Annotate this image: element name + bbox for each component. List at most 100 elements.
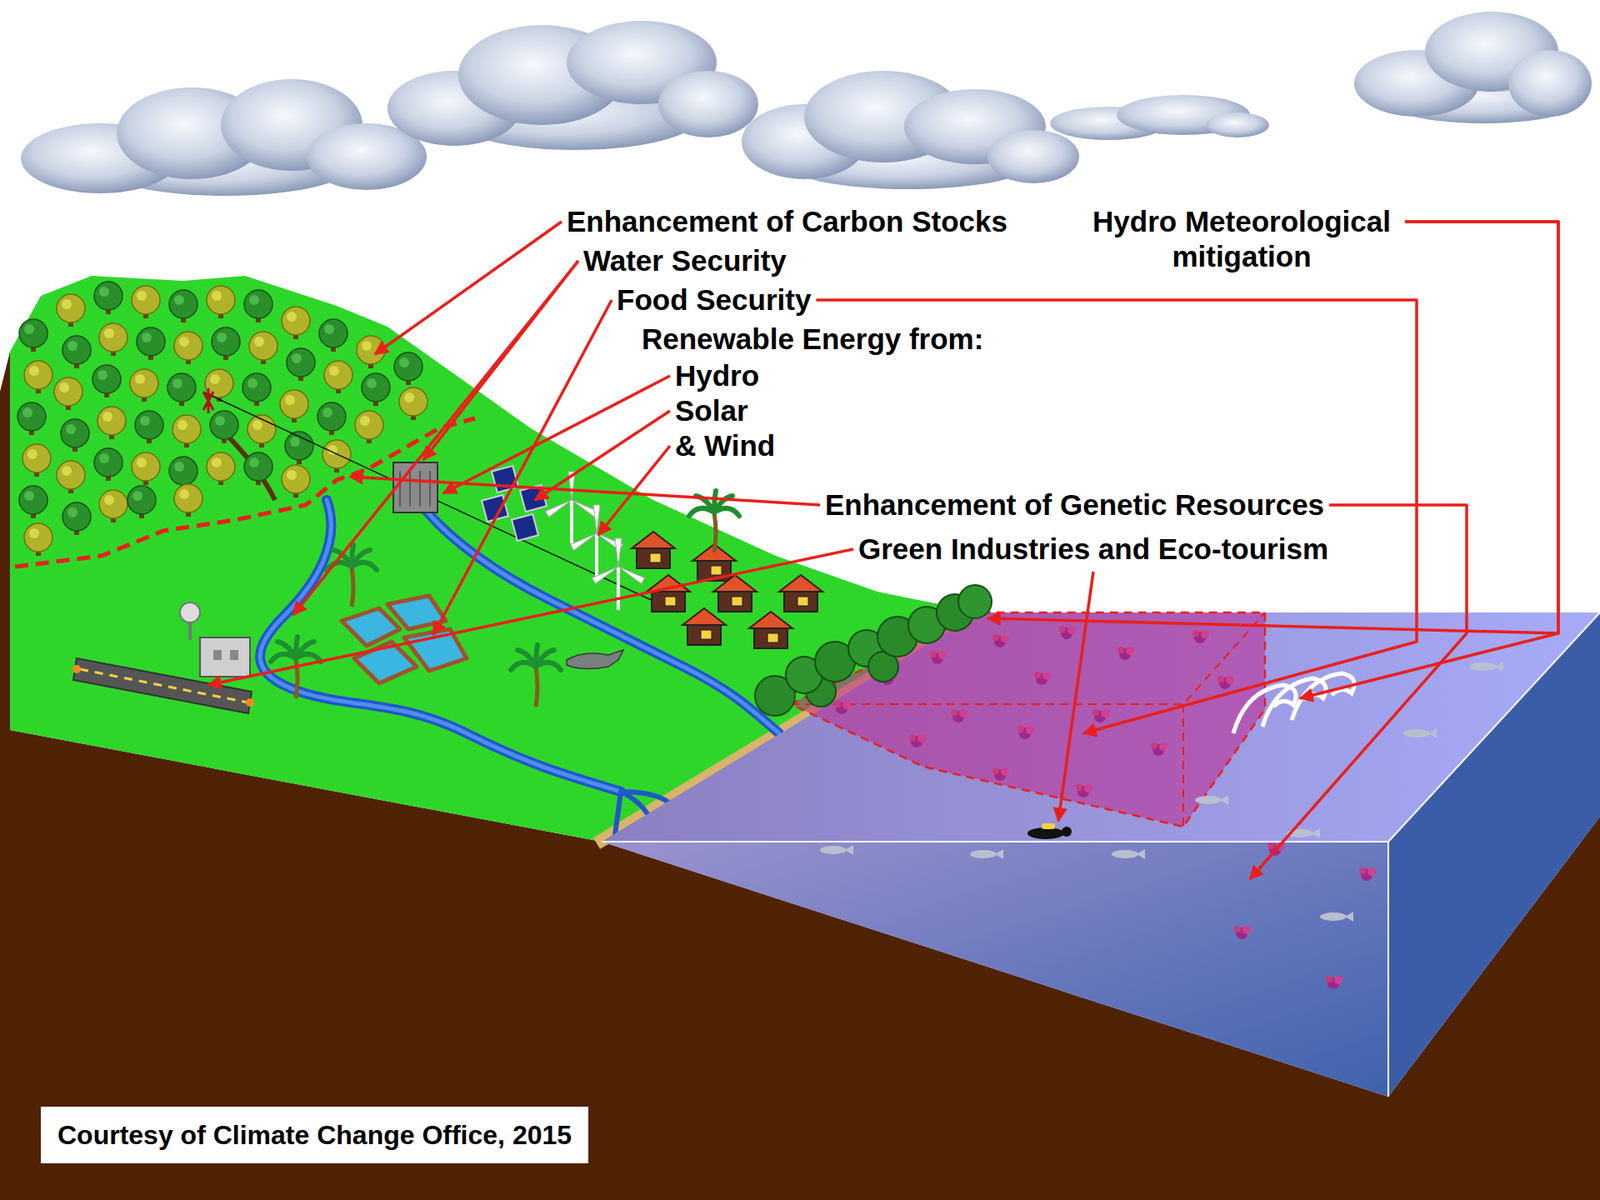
leader-line [293,260,579,615]
fish [970,849,1004,860]
tree [174,331,203,365]
tree [206,285,235,319]
tree [169,456,198,490]
diver [1027,827,1065,840]
coral [1059,625,1076,640]
tree [24,360,53,394]
house [779,575,823,612]
wind-turbine [545,471,599,544]
tree [56,294,85,327]
coral [930,650,947,665]
coral [992,634,1010,648]
tree [136,327,165,360]
tree [394,352,423,385]
diver-head [1061,826,1072,837]
tree [211,327,240,360]
tree [281,465,310,498]
tree [127,485,156,519]
tree [22,444,51,477]
tree [17,402,46,435]
tree [172,415,201,448]
tree [280,390,309,423]
cloud [1205,112,1270,138]
callout-label: Enhancement of Carbon Stocks [566,204,1008,240]
tree [174,484,203,517]
tree [135,410,164,444]
diver-tank [1041,823,1055,830]
palm-tree [510,645,561,707]
tree [322,440,351,473]
tree [19,485,48,519]
leader-line [598,445,670,535]
hydro-dam [393,462,438,513]
coral [1325,975,1343,990]
river [420,504,780,734]
callout-label: Water Security [583,243,787,279]
coral [1034,671,1051,685]
river [420,504,780,734]
leader-line [1058,571,1094,821]
coral-reef-zone-edge [790,612,1265,827]
tree [130,369,159,402]
coral [1359,867,1376,881]
callout-label: Renewable Energy from: [641,321,984,357]
fish [1195,795,1229,805]
house [749,611,793,649]
tree [356,335,385,369]
fish [1111,849,1145,860]
tree [244,452,273,485]
tree [210,410,239,444]
antenna-dome [180,602,200,623]
mangrove [958,585,992,619]
coral [1117,646,1135,660]
callout-label: Green Industries and Eco-tourism [858,531,1329,567]
factory-window [213,650,222,660]
solar-panel [511,514,539,541]
river [260,500,621,792]
tree [94,448,123,481]
callout-label: & Wind [675,428,775,464]
forest-boundary [15,418,475,567]
leader-line [815,300,1417,734]
tree [24,523,53,556]
factory [200,637,250,677]
house [713,575,757,612]
tree [167,373,196,406]
tree [99,490,128,523]
river [260,500,621,792]
tree [244,290,273,323]
fish-pond [387,595,446,630]
coral [1075,784,1093,798]
fish [1320,911,1354,922]
tree [131,452,160,485]
callout-label: Hydro Meteorological mitigation [1083,204,1400,275]
tree [94,281,123,315]
tree [131,285,160,319]
coral [1092,709,1110,723]
coral [1150,742,1168,756]
tree [62,335,91,369]
tree [319,319,348,352]
leader-line [208,549,854,685]
coral [909,734,926,748]
fish [1403,728,1437,739]
caption: Courtesy of Climate Change Office, 2015 [40,1106,589,1164]
house [631,531,675,569]
cloud [1508,50,1592,117]
fish [1470,661,1504,672]
fish-pond [404,629,467,671]
tree [286,348,315,381]
tree [355,410,384,444]
house [682,608,726,645]
tree [281,306,310,340]
tree [97,406,126,440]
tree [62,502,91,535]
cloud [987,130,1080,184]
leader-line [350,476,820,505]
tree [206,452,235,485]
sea-outline [601,612,1600,1097]
coral-reef-zone [790,612,1265,827]
